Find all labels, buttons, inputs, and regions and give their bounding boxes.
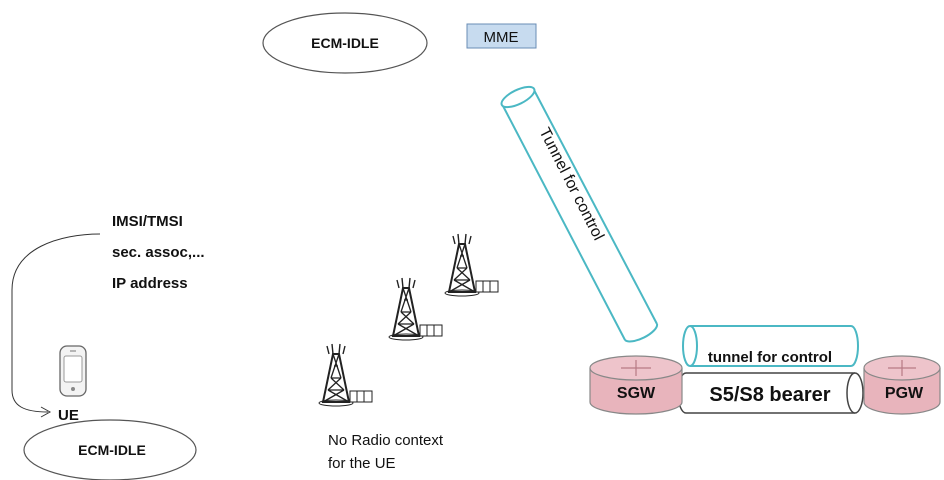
sgw-node: SGW [589,355,683,415]
radio-note: No Radio context for the UE [328,432,444,472]
radio-note-line: for the UE [328,455,396,472]
phone-icon [59,345,87,397]
mme-label: MME [484,29,519,46]
context-arrow [11,233,101,418]
ue-context-line: IMSI/TMSI [112,213,183,230]
base-station-icon [318,343,373,407]
ue-context-line: IP address [112,275,188,292]
mme-box: MME [466,23,537,49]
base-station-icon [444,233,499,297]
ue-state-label: ECM-IDLE [78,442,146,458]
ue-state-node: ECM-IDLE [23,419,197,480]
ue-context: IMSI/TMSI sec. assoc,... IP address [112,213,205,292]
base-station-icon [388,277,443,341]
mme-state-node: ECM-IDLE [262,12,428,74]
pgw-label: PGW [885,385,924,402]
radio-note-line: No Radio context [328,432,444,449]
upper-tunnel-label: tunnel for control [708,349,832,366]
ue-label: UE [58,407,79,424]
control-tunnel-diagonal: Tunnel for control [500,85,659,343]
sgw-label: SGW [617,385,656,402]
mme-state-label: ECM-IDLE [311,35,379,51]
bearer-tunnel: S5/S8 bearer [677,372,864,414]
bearer-label: S5/S8 bearer [709,384,830,406]
ue-context-line: sec. assoc,... [112,244,205,261]
pgw-node: PGW [863,355,941,415]
control-tunnel-label: Tunnel for control [535,125,606,243]
upper-control-tunnel: tunnel for control [682,325,859,367]
